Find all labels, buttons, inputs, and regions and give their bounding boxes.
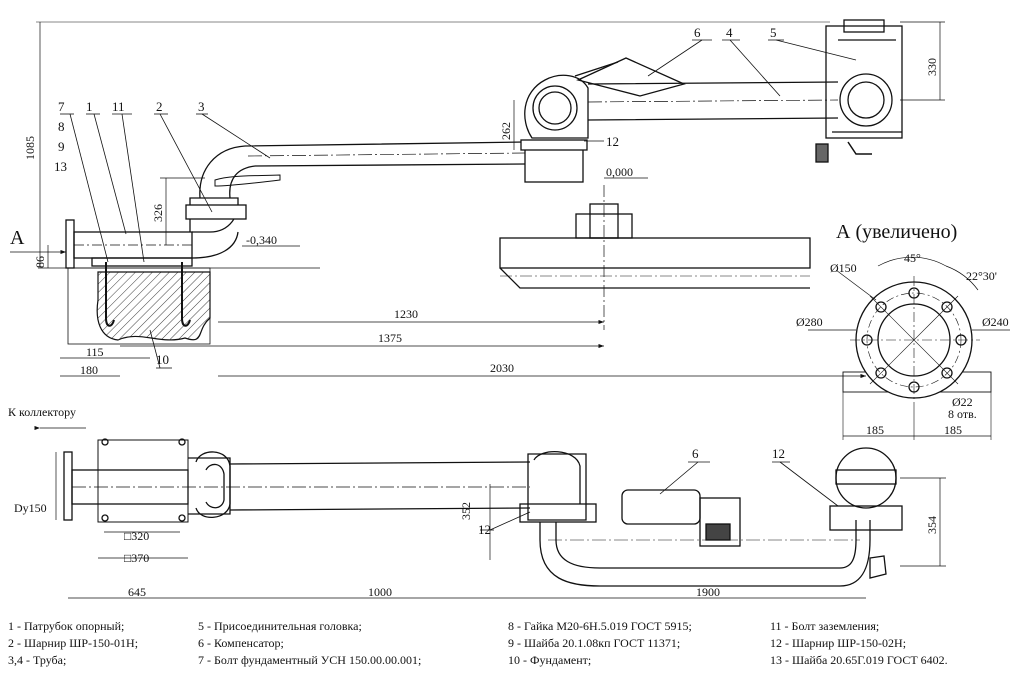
- side-view: [38, 19, 903, 345]
- callout-9: 9: [58, 139, 65, 154]
- dim-185-left: 185: [866, 423, 884, 437]
- angle-22-30: 22°30': [966, 269, 997, 283]
- dim-1375: 1375: [378, 331, 402, 345]
- dim-dy150: Dy150: [14, 501, 47, 515]
- legend-item: 8 - Гайка М20-6Н.5.019 ГОСТ 5915;: [508, 619, 692, 633]
- callout-numbers: 7 8 9 13 1 11 2 3 10 6 4 5 12 6 12 12: [54, 25, 785, 537]
- section-letter: А: [10, 227, 25, 249]
- callout-13: 13: [54, 159, 67, 174]
- callout-12: 12: [606, 134, 619, 149]
- foundation: [96, 271, 211, 341]
- section-a-title: А (увеличено): [836, 221, 957, 243]
- callout-leaders: [60, 39, 857, 531]
- callout-3: 3: [198, 99, 205, 114]
- legend-column-1: 1 - Патрубок опорный; 2 - Шарнир ШР-150-…: [8, 618, 138, 669]
- elevation-negative: -0,340: [246, 233, 277, 247]
- legend-item: 1 - Патрубок опорный;: [8, 619, 125, 633]
- callout-4: 4: [726, 25, 733, 40]
- dia-240: Ø240: [982, 315, 1009, 329]
- callout-1: 1: [86, 99, 93, 114]
- dim-square-370: □370: [124, 551, 149, 565]
- section-a-view: [808, 256, 1010, 440]
- legend-column-2: 5 - Присоединительная головка; 6 - Компе…: [198, 618, 421, 669]
- dim-115: 115: [86, 345, 104, 359]
- dim-326: 326: [151, 204, 165, 222]
- dim-354: 354: [925, 516, 939, 534]
- legend-item: 2 - Шарнир ШР-150-01Н;: [8, 636, 139, 650]
- elevation-zero: 0,000: [606, 165, 633, 179]
- legend-item: 3,4 - Труба;: [8, 653, 67, 667]
- legend-item: 6 - Компенсатор;: [198, 636, 284, 650]
- dim-185-right: 185: [944, 423, 962, 437]
- dim-2030: 2030: [490, 361, 514, 375]
- legend-item: 7 - Болт фундаментный УСН 150.00.00.001;: [198, 653, 422, 667]
- callout-12-plan-right: 12: [772, 446, 785, 461]
- legend-item: 10 - Фундамент;: [508, 653, 592, 667]
- callout-7: 7: [58, 99, 65, 114]
- callout-11: 11: [112, 99, 125, 114]
- dim-1000: 1000: [368, 585, 392, 599]
- callout-8: 8: [58, 119, 65, 134]
- callout-12-plan-left: 12: [478, 522, 491, 537]
- legend-item: 12 - Шарнир ШР-150-02Н;: [770, 636, 907, 650]
- to-collector-label: К коллектору: [8, 405, 76, 419]
- dim-1230: 1230: [394, 307, 418, 321]
- callout-2: 2: [156, 99, 163, 114]
- dim-86: 86: [33, 256, 47, 268]
- callout-6-plan: 6: [692, 446, 699, 461]
- legend-item: 9 - Шайба 20.1.08кп ГОСТ 11371;: [508, 636, 681, 650]
- legend-item: 13 - Шайба 20.65Г.019 ГОСТ 6402.: [770, 653, 948, 667]
- dia-280: Ø280: [796, 315, 823, 329]
- dim-352: 352: [459, 502, 473, 520]
- angle-45: 45°: [904, 251, 921, 265]
- hole-count: 8 отв.: [948, 407, 977, 421]
- dia-150: Ø150: [830, 261, 857, 275]
- legend-column-3: 8 - Гайка М20-6Н.5.019 ГОСТ 5915; 9 - Ша…: [508, 618, 692, 669]
- dim-330: 330: [925, 58, 939, 76]
- dimension-labels: 1085 330 262 326 86 0,000 -0,340 1230 13…: [14, 58, 1009, 599]
- legend-column-4: 11 - Болт заземления; 12 - Шарнир ШР-150…: [770, 618, 948, 669]
- dim-1085: 1085: [23, 136, 37, 160]
- dim-645: 645: [128, 585, 146, 599]
- technical-drawing: 7 8 9 13 1 11 2 3 10 6 4 5 12 6 12 12 10…: [8, 19, 1010, 599]
- plan-view-dimensions: [34, 425, 946, 599]
- side-view-dimensions: [10, 21, 945, 379]
- callout-10: 10: [156, 352, 169, 367]
- dim-square-320: □320: [124, 529, 149, 543]
- callout-5: 5: [770, 25, 777, 40]
- plan-view: [63, 438, 903, 587]
- legend-item: 11 - Болт заземления;: [770, 619, 880, 633]
- legend-item: 5 - Присоединительная головка;: [198, 619, 362, 633]
- dim-1900: 1900: [696, 585, 720, 599]
- dia-22-holes: Ø22: [952, 395, 973, 409]
- callout-6: 6: [694, 25, 701, 40]
- dim-180: 180: [80, 363, 98, 377]
- dim-262: 262: [499, 122, 513, 140]
